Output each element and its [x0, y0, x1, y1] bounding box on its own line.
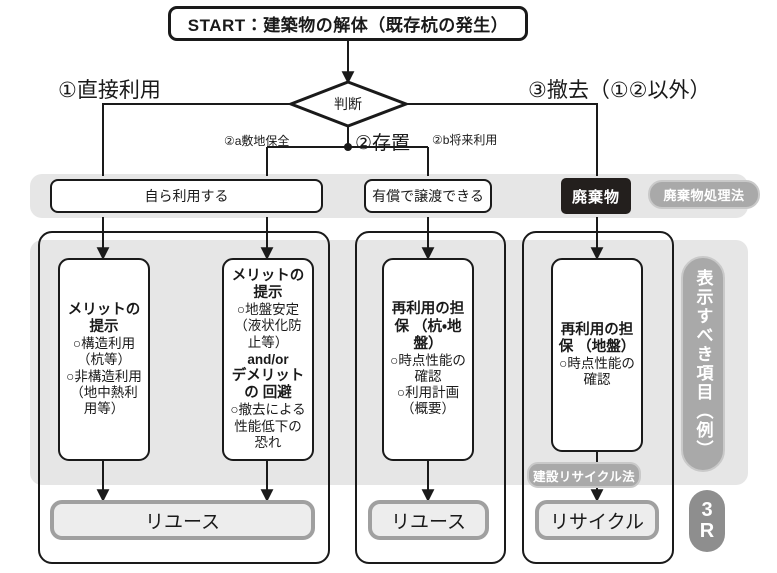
detail-line: 止等） — [247, 334, 289, 350]
detail-line: （液状化防 — [234, 318, 302, 334]
detail-line: （概要） — [401, 401, 455, 417]
group-frame-direct-use — [38, 231, 330, 564]
box-self-use: 自ら利用する — [50, 179, 323, 213]
detail-line: 用等） — [83, 400, 125, 416]
junction-dot — [344, 143, 352, 151]
detail-line: ○撤去による — [230, 402, 306, 418]
detail-box-ground-stability: メリットの 提示 ○地盤安定 （液状化防 止等） and/or デメリットの 回… — [222, 258, 314, 461]
group-frame-transfer — [355, 231, 506, 564]
detail-title-2: デメリットの 回避 — [231, 368, 305, 402]
branch-label-site-preservation: ②a敷地保全 — [224, 134, 290, 148]
detail-line: 確認 — [583, 372, 611, 388]
detail-line: ○利用計画 — [396, 385, 460, 401]
branch-label-direct-use: ①直接利用 — [58, 79, 161, 102]
detail-title: 再利用の担保 （杭・地盤） — [391, 301, 465, 352]
detail-line: 確認 — [414, 368, 442, 384]
group-frame-waste — [522, 231, 674, 564]
detail-line: ○時点性能の — [559, 355, 635, 371]
branch-label-retention: ②存置 — [355, 133, 411, 154]
detail-line: 恐れ — [254, 434, 282, 450]
box-paid-transfer: 有償で譲渡できる — [364, 179, 492, 213]
box-waste: 廃棄物 — [561, 178, 631, 214]
outcome-reuse-left: リユース — [50, 500, 315, 540]
pill-construction-recycling-law: 建設リサイクル法 — [527, 462, 641, 488]
detail-line: 性能低下の — [234, 418, 302, 434]
detail-box-structural-use: メリットの 提示 ○構造利用 （杭等） ○非構造利用 （地中熱利 用等） — [58, 258, 150, 461]
detail-line: ○非構造利用 — [66, 368, 142, 384]
badge-3r-top: 3 — [701, 499, 713, 521]
detail-title: メリットの 提示 — [67, 301, 141, 336]
branch-label-removal: ③撤去（①②以外） — [528, 79, 711, 102]
detail-box-reuse-guarantee-pile-ground: 再利用の担保 （杭・地盤） ○時点性能の 確認 ○利用計画 （概要） — [382, 258, 474, 461]
detail-box-reuse-guarantee-ground: 再利用の担保 （地盤） ○時点性能の 確認 — [551, 258, 643, 452]
start-box: START：建築物の解体（既存杭の発生） — [168, 6, 528, 41]
detail-line: ○時点性能の — [390, 352, 466, 368]
detail-line: （地中熱利 — [70, 384, 138, 400]
branch-label-future-use: ②b将来利用 — [432, 133, 498, 147]
detail-line: ○構造利用 — [72, 336, 136, 352]
detail-line: （杭等） — [77, 352, 131, 368]
detail-line: ○地盤安定 — [236, 302, 300, 318]
outcome-recycle: リサイクル — [535, 500, 659, 540]
badge-3r: 3 R — [689, 490, 725, 552]
side-label-display-items: 表示すべき項目（例） — [681, 256, 725, 472]
outcome-reuse-middle: リユース — [368, 500, 489, 540]
detail-title: メリットの 提示 — [231, 267, 305, 302]
pill-waste-disposal-law: 廃棄物処理法 — [648, 180, 760, 209]
detail-andor: and/or — [247, 351, 289, 367]
badge-3r-bottom: R — [699, 520, 715, 542]
detail-title: 再利用の担保 （地盤） — [558, 321, 636, 355]
decision-label: 判断 — [334, 96, 362, 112]
